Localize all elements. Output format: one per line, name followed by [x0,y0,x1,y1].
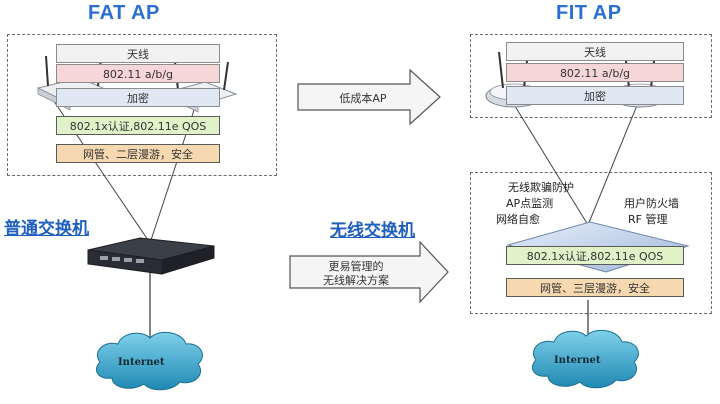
cloud-icon [532,329,639,389]
fit-mgmt-layer: 网管、三层漫游，安全 [506,278,684,297]
arrow-manageable-line1: 更易管理的 [328,260,384,273]
fat-encrypt-layer: 加密 [56,88,220,107]
fit-ap-box [470,34,712,118]
fat-mgmt-layer: 网管、二层漫游，安全 [56,144,220,163]
wireless-switch-box [470,172,712,314]
fit-antenna-layer: 天线 [506,42,684,61]
arrow-icon [297,68,441,126]
fit-ap-title: FIT AP [556,2,622,24]
feature-ap-monitoring: AP点监测 [506,197,554,210]
internet-label-left: Internet [118,357,165,368]
cloud-icon [96,331,203,391]
fat-ap-box [7,34,277,176]
feature-rf-management: RF 管理 [628,213,668,226]
fat-ap-title: FAT AP [88,2,160,24]
feature-spoof-protection: 无线欺骗防护 [508,181,574,194]
fat-antenna-layer: 天线 [56,44,220,63]
fit-wifi-layer: 802.11 a/b/g [506,63,684,82]
wireless-switch-label: 无线交换机 [330,221,415,241]
fit-auth-layer: 802.1x认证,802.11e QOS [506,246,684,265]
fit-encrypt-layer: 加密 [506,86,684,105]
regular-switch-label: 普通交换机 [4,219,89,239]
arrow-low-cost-label: 低成本AP [339,92,387,105]
switch-icon [87,237,215,275]
arrow-icon [289,240,449,304]
feature-user-firewall: 用户防火墙 [624,197,679,210]
fat-auth-layer: 802.1x认证,802.11e QOS [56,116,220,135]
fat-wifi-layer: 802.11 a/b/g [56,64,220,83]
internet-label-right: Internet [554,355,601,366]
feature-self-healing: 网络自愈 [496,213,540,226]
arrow-manageable-line2: 无线解决方案 [323,274,389,287]
